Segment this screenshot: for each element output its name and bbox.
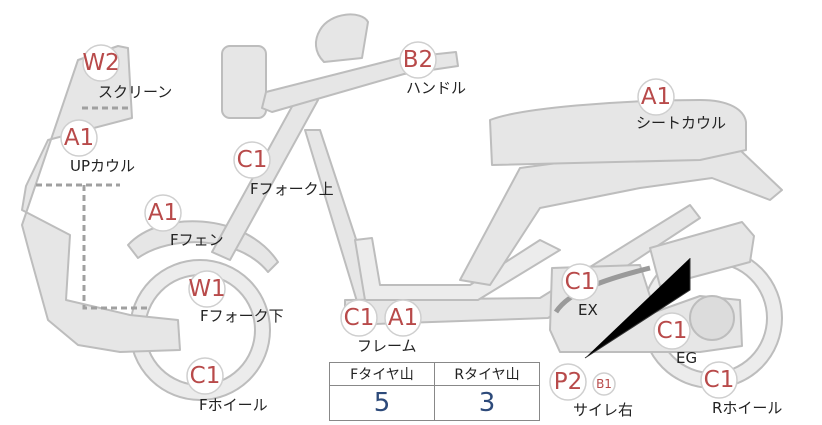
engine-hub bbox=[689, 295, 735, 341]
part-labels: スクリーン UPカウル ハンドル Fフォーク上 Fフェン Fフォーク下 Fホイー… bbox=[70, 79, 782, 419]
leader-lines bbox=[584, 258, 691, 359]
grade-frame-1: C1 bbox=[344, 305, 375, 331]
grade-seat-cowl: A1 bbox=[641, 84, 671, 110]
frame-tube-shape bbox=[354, 237, 561, 301]
grade-engine: C1 bbox=[657, 318, 688, 344]
tire-table-value-row: 5 3 bbox=[329, 385, 540, 421]
label-screen: スクリーン bbox=[98, 83, 172, 101]
label-f-fender: Fフェン bbox=[170, 231, 224, 249]
label-engine: EG bbox=[676, 349, 697, 367]
label-exhaust: EX bbox=[578, 301, 598, 319]
label-handle: ハンドル bbox=[406, 79, 466, 97]
label-f-fork-upper: Fフォーク上 bbox=[250, 180, 334, 198]
label-f-fork-lower: Fフォーク下 bbox=[200, 307, 284, 325]
front-tire-value: 5 bbox=[329, 385, 435, 421]
grade-f-wheel: C1 bbox=[190, 363, 221, 389]
seat-shape bbox=[489, 99, 747, 166]
rear-tire-value: 3 bbox=[434, 385, 540, 421]
tire-table-header-row: Fタイヤ山 Rタイヤ山 bbox=[329, 362, 540, 386]
grade-f-fender: A1 bbox=[148, 200, 178, 226]
scooter-outline bbox=[21, 13, 783, 401]
meter-shape bbox=[314, 13, 369, 63]
label-up-cowl: UPカウル bbox=[70, 157, 135, 175]
grade-up-cowl: A1 bbox=[64, 125, 94, 151]
label-seat-cowl: シートカウル bbox=[636, 114, 726, 132]
grade-circles bbox=[60, 41, 738, 401]
grade-frame-2: A1 bbox=[388, 305, 418, 331]
screen-cowl-shape bbox=[21, 45, 181, 353]
grade-muffler-2: B1 bbox=[596, 377, 612, 391]
label-frame: フレーム bbox=[357, 337, 417, 355]
grade-exhaust: C1 bbox=[565, 269, 596, 295]
label-r-wheel: Rホイール bbox=[712, 399, 782, 417]
tire-tread-table: Fタイヤ山 Rタイヤ山 5 3 bbox=[329, 362, 540, 421]
headlight-shape bbox=[221, 45, 267, 119]
rear-tire-header: Rタイヤ山 bbox=[434, 362, 540, 386]
grade-labels: W2 A1 B2 C1 A1 W1 C1 C1 A1 A1 C1 C1 C1 P… bbox=[64, 47, 735, 395]
cowl-separator-lines bbox=[36, 106, 150, 310]
label-muffler-right: サイレ右 bbox=[573, 401, 633, 419]
grade-f-fork-upper: C1 bbox=[237, 147, 268, 173]
grade-handle: B2 bbox=[403, 47, 433, 73]
label-f-wheel: Fホイール bbox=[199, 396, 268, 414]
grade-r-wheel: C1 bbox=[704, 367, 735, 393]
grade-f-fork-lower: W1 bbox=[188, 276, 225, 302]
muffler-shape bbox=[649, 221, 755, 287]
grade-muffler-1: P2 bbox=[554, 369, 583, 395]
grade-screen: W2 bbox=[82, 50, 119, 76]
front-tire-header: Fタイヤ山 bbox=[329, 362, 435, 386]
